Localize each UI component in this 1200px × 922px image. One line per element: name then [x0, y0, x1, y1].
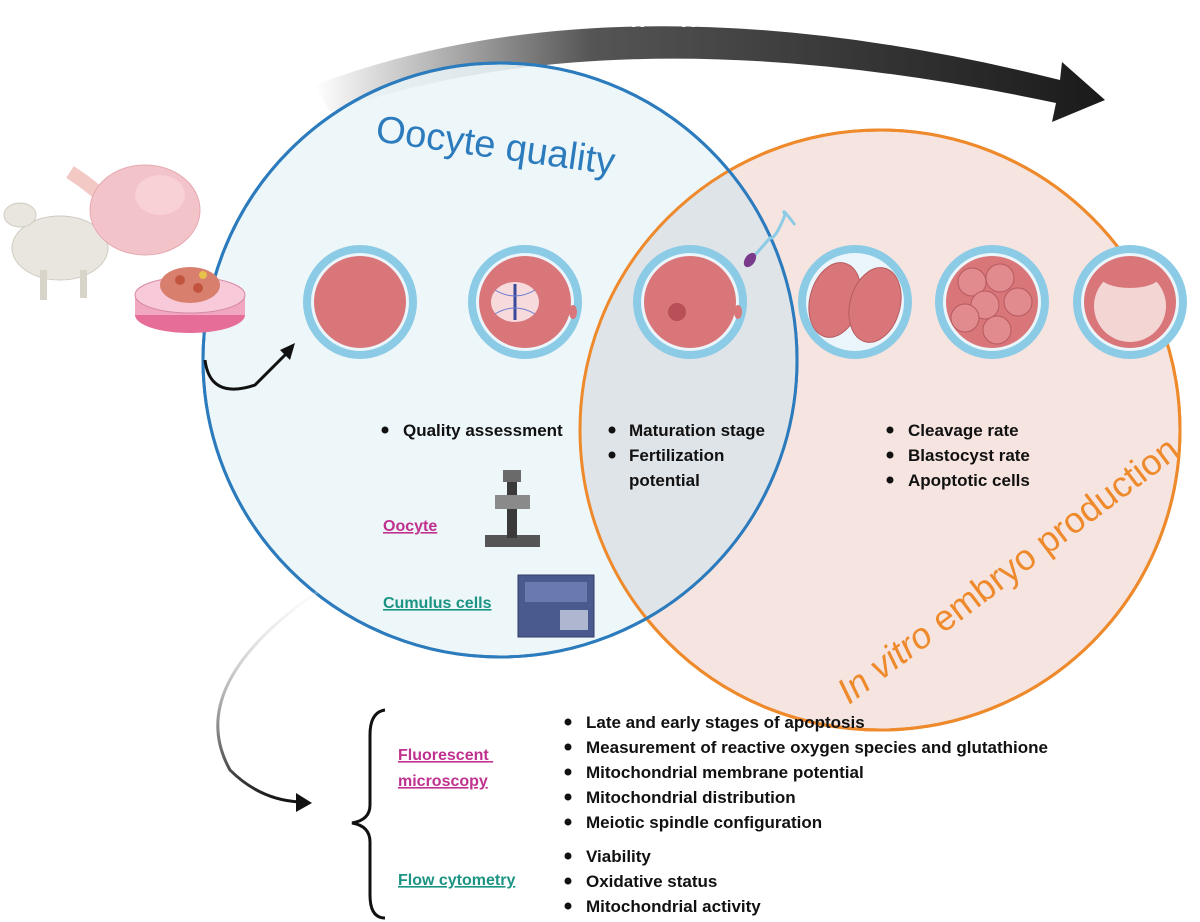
metaphase-oocyte-icon — [468, 245, 582, 359]
sheep-icon — [3, 202, 109, 300]
dish-to-oocyte-arrow — [203, 348, 292, 391]
overlap-bullet-list: Maturation stage Fertilization potential — [608, 421, 765, 490]
embryo-bullet: Cleavage rate — [908, 421, 1019, 440]
blastocyst-icon — [1073, 245, 1187, 359]
fluorescent-item: Mitochondrial distribution — [586, 788, 796, 807]
flow-item: Oxidative status — [586, 872, 717, 891]
mature-oocyte-icon — [633, 245, 747, 359]
fluorescent-line1: Fluorescent — [398, 747, 489, 764]
embryo-bullet-list: Cleavage rate Blastocyst rate Apoptotic … — [886, 421, 1030, 490]
fluorescent-item: Late and early stages of apoptosis — [586, 713, 865, 732]
petri-dish-icon — [134, 267, 246, 333]
flow-item: Mitochondrial activity — [586, 897, 761, 916]
methods-curve-arrow — [216, 578, 336, 804]
embryo-bullet: Blastocyst rate — [908, 446, 1030, 465]
oocyte-bullet: Quality assessment — [403, 421, 563, 440]
immature-oocyte-icon — [303, 245, 417, 359]
embryo-bullet: Apoptotic cells — [908, 471, 1030, 490]
overlap-bullet: Fertilization — [629, 446, 724, 465]
fluorescent-item: Meiotic spindle configuration — [586, 813, 822, 832]
microscope-icon — [485, 470, 540, 547]
dish-arrow-head — [280, 343, 295, 360]
cumulus-sample-link[interactable]: Cumulus cells — [383, 595, 492, 612]
oocyte-bullet-list: Quality assessment — [381, 421, 563, 440]
overlap-bullet-continued: potential — [629, 471, 700, 490]
two-cell-embryo-icon — [798, 245, 912, 359]
fluorescent-microscopy-link[interactable]: Fluorescent microscopy — [398, 747, 493, 790]
methods-arrow-head — [296, 793, 312, 812]
sperm-icon — [743, 210, 797, 268]
fluorescent-item: Measurement of reactive oxygen species a… — [586, 738, 1048, 757]
fluorescent-items-list: Late and early stages of apoptosis Measu… — [564, 713, 1048, 832]
oocyte-sample-link[interactable]: Oocyte — [383, 518, 437, 535]
fluorescent-line2: microscopy — [398, 773, 488, 790]
fluorescent-item: Mitochondrial membrane potential — [586, 763, 864, 782]
flow-cytometry-link[interactable]: Flow cytometry — [398, 872, 515, 889]
ovary-icon — [66, 164, 201, 256]
flow-items-list: Viability Oxidative status Mitochondrial… — [564, 847, 761, 916]
morula-icon — [935, 245, 1049, 359]
flow-item: Viability — [586, 847, 651, 866]
sample-size-label: n = 4783 — [630, 5, 729, 33]
sample-size-arrow — [315, 26, 1105, 122]
methods-brace — [351, 708, 386, 920]
overlap-bullet: Maturation stage — [629, 421, 765, 440]
flow-cytometer-icon — [517, 574, 595, 638]
